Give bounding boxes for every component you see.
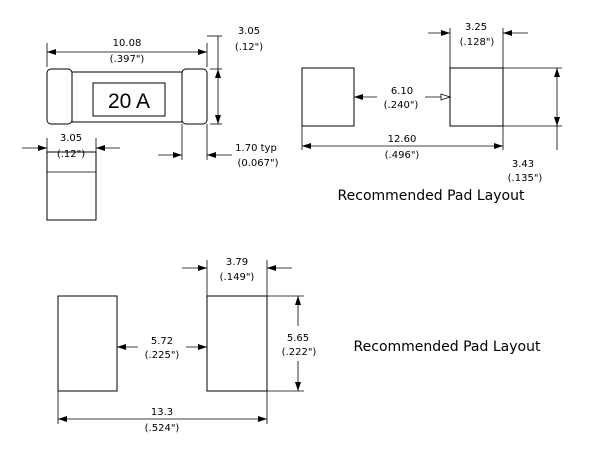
fuse-end-width-in: (.12")	[57, 149, 85, 160]
fuse-end-view: 3.05 (.12")	[22, 133, 120, 221]
fuse-end-width-mm: 3.05	[60, 133, 82, 144]
pad-left-2	[57, 295, 118, 392]
fuse-cap-dimension: 3.05 (.12")	[207, 26, 263, 125]
pad2-overall-in: (.524")	[145, 423, 180, 434]
pad2-height-mm: 5.65	[287, 333, 309, 344]
pad-layout-2: 3.79 (.149") 5.72 (.225") 5.65 (.222") 1…	[57, 257, 541, 434]
fuse-rating-label: 20 A	[108, 90, 150, 113]
pad1-height-mm: 3.43	[512, 159, 534, 170]
pad1-gap-in: (.240")	[384, 100, 419, 111]
fuse-cap-in: (.12")	[235, 42, 263, 53]
pad1-caption: Recommended Pad Layout	[338, 188, 525, 204]
fuse-terminal-dimension: 1.70 typ (0.067")	[158, 124, 279, 169]
pad2-overall-mm: 13.3	[151, 407, 173, 418]
pad1-overall-in: (.496")	[385, 150, 420, 161]
fuse-end-rect	[46, 151, 97, 221]
pad1-width-mm: 3.25	[465, 22, 487, 33]
fuse-cap-mm: 3.05	[238, 26, 260, 37]
fuse-end-cap-right	[181, 68, 208, 125]
pad2-width-mm: 3.79	[226, 257, 248, 268]
pad2-width-in: (.149")	[220, 272, 255, 283]
pad1-gap-mm: 6.10	[391, 86, 413, 97]
pad1-height-in: (.135")	[508, 173, 543, 184]
fuse-terminal-mm: 1.70 typ	[235, 143, 277, 154]
pad2-height-in: (.222")	[282, 347, 317, 358]
fuse-end-cap-left	[46, 68, 73, 125]
pad2-gap-mm: 5.72	[151, 336, 173, 347]
pad2-caption: Recommended Pad Layout	[354, 339, 541, 355]
fuse-length-mm: 10.08	[113, 38, 142, 49]
pad1-width-in: (.128")	[460, 37, 495, 48]
fuse-label-box	[92, 82, 166, 117]
pad-right-2	[206, 295, 268, 392]
pad-layout-1: 3.25 (.128") 6.10 (.240") 12.60 (.496") …	[301, 22, 562, 204]
pad-right-1	[449, 67, 504, 127]
fuse-terminal-in: (0.067")	[237, 158, 278, 169]
fuse-length-in: (.397")	[110, 54, 145, 65]
pad-left-1	[301, 67, 355, 127]
fuse-length-dimension: 10.08 (.397")	[46, 38, 208, 67]
pad2-gap-in: (.225")	[145, 350, 180, 361]
pad1-overall-mm: 12.60	[388, 134, 417, 145]
fuse-side-view: 20 A	[46, 68, 208, 125]
